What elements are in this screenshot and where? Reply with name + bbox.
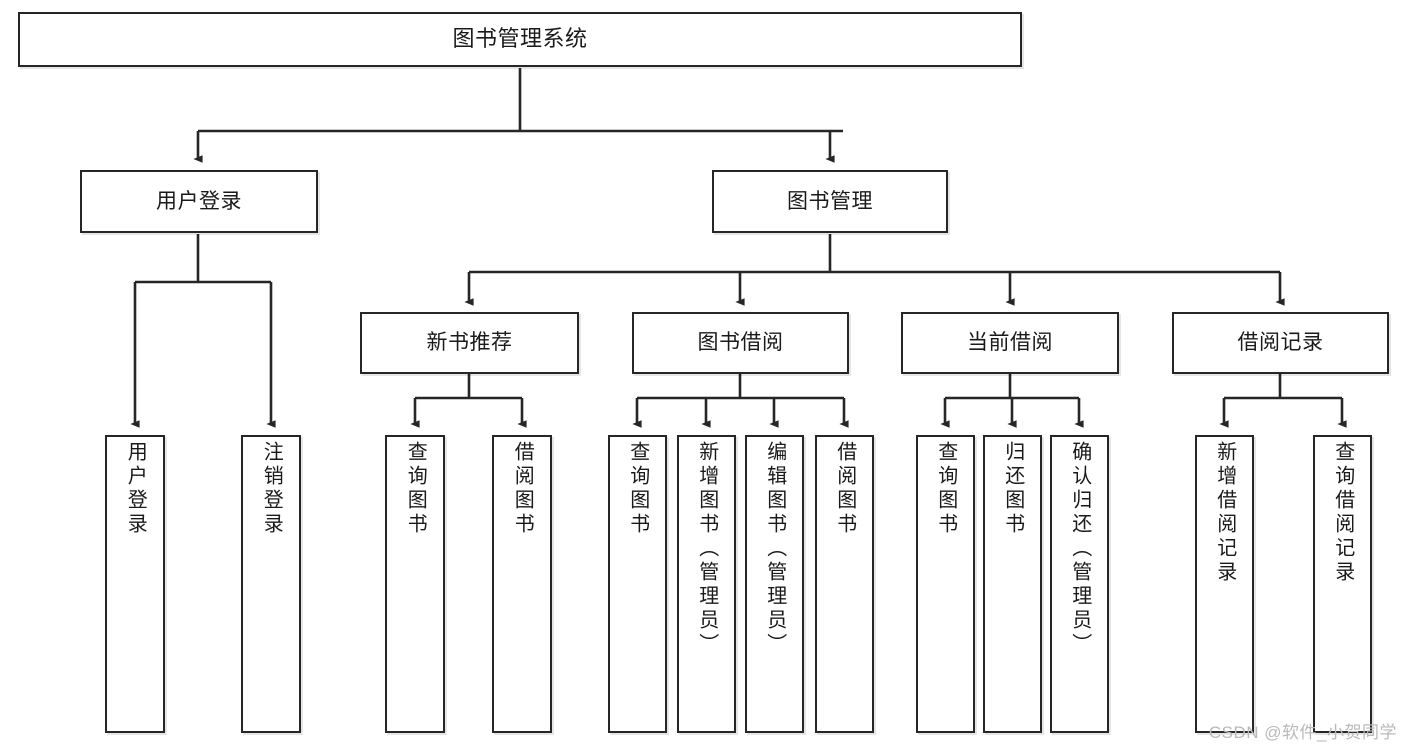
node-leaf-edit-book[interactable]: 编辑图书（管理员） [745,435,804,733]
node-leaf-borrow-book-1-label: 借阅图书 [511,441,534,537]
node-leaf-borrow-book-2-label: 借阅图书 [833,441,856,537]
node-book-management-label: 图书管理 [787,189,873,213]
node-leaf-logout-label: 注销登录 [260,441,283,537]
node-new-book-recommend-label: 新书推荐 [426,331,513,355]
node-leaf-query-book-1[interactable]: 查询图书 [385,435,445,733]
node-leaf-query-book-2[interactable]: 查询图书 [608,435,667,733]
node-book-borrow[interactable]: 图书借阅 [632,312,849,374]
node-leaf-add-record-label: 新增借阅记录 [1213,441,1236,585]
node-new-book-recommend[interactable]: 新书推荐 [360,312,579,374]
node-borrow-record[interactable]: 借阅记录 [1172,312,1389,374]
node-book-borrow-label: 图书借阅 [697,331,784,355]
node-leaf-query-book-1-label: 查询图书 [404,441,427,537]
node-leaf-add-book-label: 新增图书（管理员） [695,441,718,657]
node-book-management[interactable]: 图书管理 [712,170,948,233]
watermark-text: CSDN @软件_小贺同学 [1208,723,1397,742]
node-leaf-confirm-return-label: 确认归还（管理员） [1068,441,1091,657]
node-leaf-confirm-return[interactable]: 确认归还（管理员） [1050,435,1109,733]
node-current-borrow[interactable]: 当前借阅 [901,312,1119,374]
node-leaf-add-book[interactable]: 新增图书（管理员） [677,435,736,733]
node-leaf-query-record[interactable]: 查询借阅记录 [1313,435,1372,733]
node-leaf-user-login-label: 用户登录 [124,441,147,537]
node-root-label: 图书管理系统 [452,26,588,52]
node-leaf-return-book[interactable]: 归还图书 [983,435,1042,733]
node-leaf-query-book-3-label: 查询图书 [934,441,957,537]
node-user-login-label: 用户登录 [156,189,242,213]
node-leaf-borrow-book-1[interactable]: 借阅图书 [492,435,552,733]
node-leaf-logout[interactable]: 注销登录 [241,435,301,733]
node-leaf-return-book-label: 归还图书 [1001,441,1024,537]
node-leaf-borrow-book-2[interactable]: 借阅图书 [815,435,874,733]
node-borrow-record-label: 借阅记录 [1237,331,1324,355]
node-leaf-user-login[interactable]: 用户登录 [105,435,165,733]
node-user-login[interactable]: 用户登录 [80,170,318,233]
node-current-borrow-label: 当前借阅 [967,331,1053,355]
node-leaf-query-book-3[interactable]: 查询图书 [916,435,975,733]
node-leaf-query-record-label: 查询借阅记录 [1331,441,1354,585]
node-leaf-edit-book-label: 编辑图书（管理员） [763,441,786,657]
node-root[interactable]: 图书管理系统 [18,12,1022,67]
node-leaf-query-book-2-label: 查询图书 [626,441,649,537]
node-leaf-add-record[interactable]: 新增借阅记录 [1195,435,1254,733]
